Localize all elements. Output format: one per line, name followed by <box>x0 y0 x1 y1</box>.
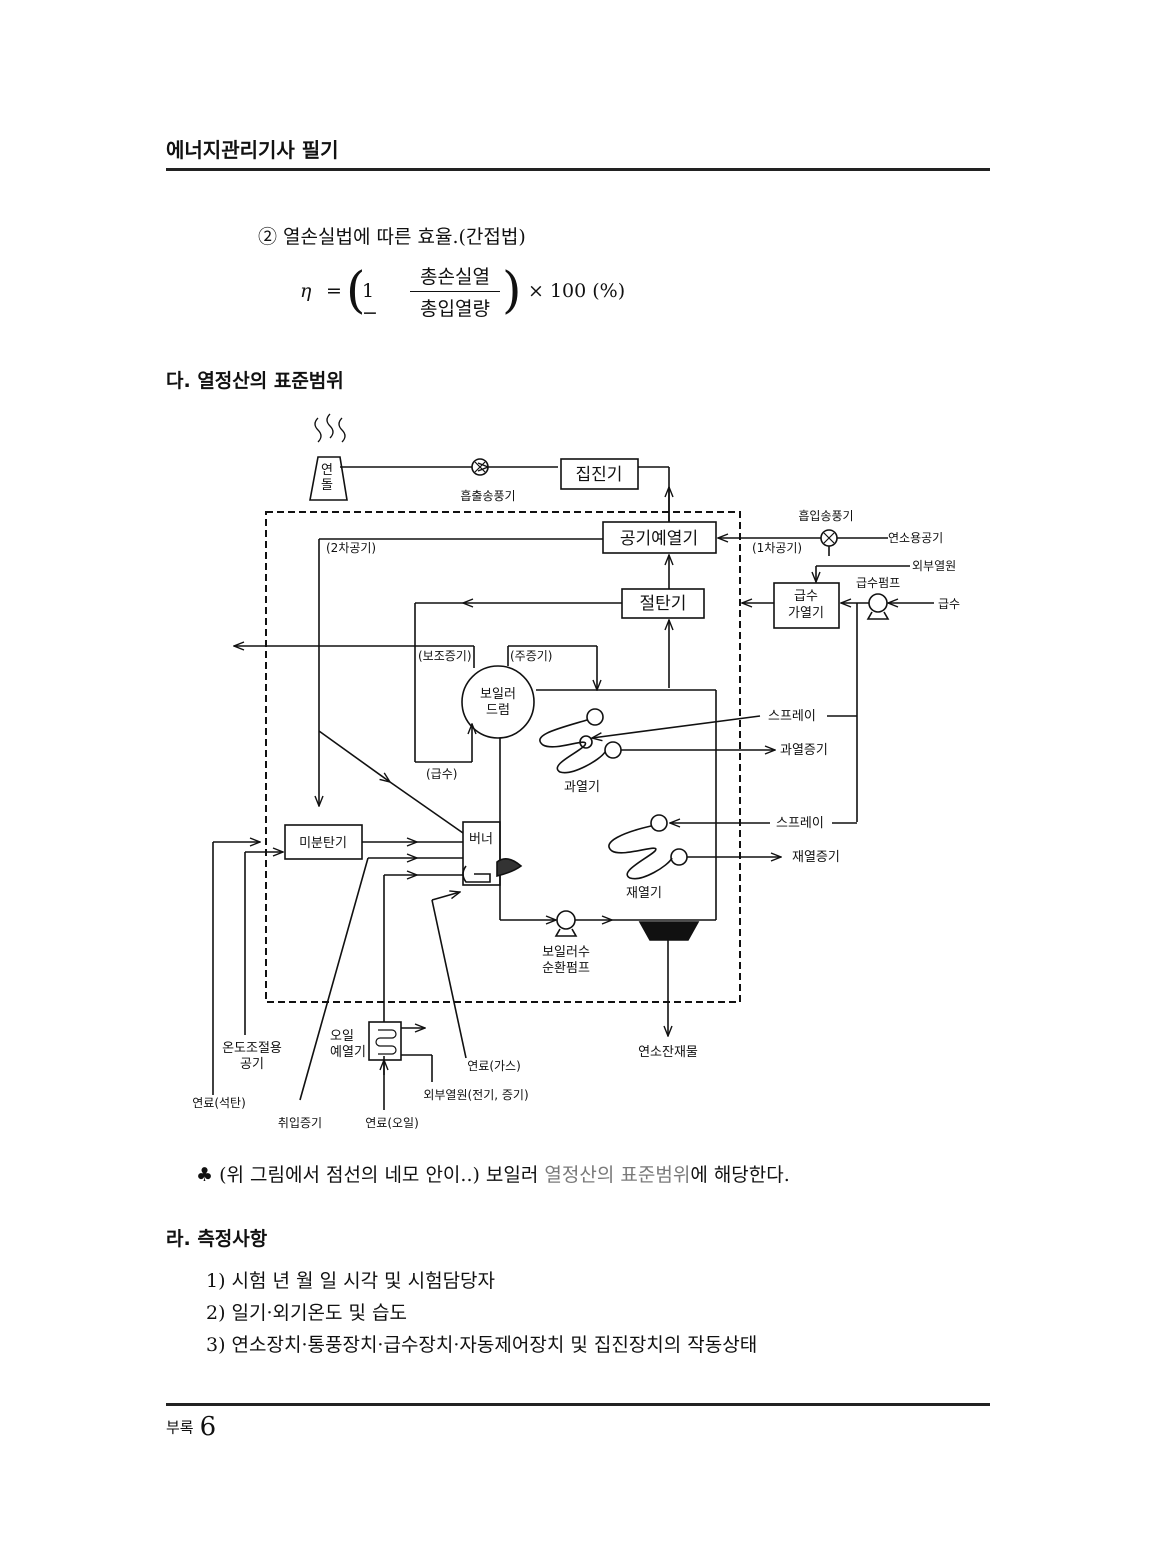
list-item: 1) 시험 년 월 일 시각 및 시험담당자 <box>206 1270 496 1292</box>
note-highlight: 열정산의 표준범위 <box>544 1164 691 1186</box>
formula-fraction: 총손실열 총입열량 <box>410 262 500 321</box>
main-steam-label: (주증기) <box>510 649 552 663</box>
forced-fan-label: 흡입송풍기 <box>798 509 853 523</box>
temp-air-label-1: 온도조절용 <box>222 1041 282 1056</box>
footer-rule <box>166 1403 990 1406</box>
boiler-drum-label-2: 드럼 <box>486 703 510 718</box>
burner-box <box>462 821 501 886</box>
footer-label: 부록 <box>166 1418 194 1437</box>
dust-collector-box <box>560 458 639 490</box>
external-heat2-label: 외부열원(전기, 증기) <box>423 1088 528 1102</box>
page-number: 6 <box>199 1412 217 1442</box>
secondary-air-label: (2차공기) <box>326 541 376 555</box>
oil-preheater-label-1: 오일 <box>330 1029 354 1044</box>
circ-pump-label-2: 순환펌프 <box>542 961 590 976</box>
fuel-oil-label: 연료(오일) <box>365 1116 419 1130</box>
feed-water-paren-label: (급수) <box>426 767 457 781</box>
method2-label: ② 열손실법에 따른 효율.(간접법) <box>258 226 526 248</box>
reheater-coil <box>608 825 673 880</box>
page-footer: 부록 6 <box>166 1412 216 1442</box>
fuel-coal-label: 연료(석탄) <box>192 1096 246 1110</box>
standard-range-boundary <box>265 511 741 1003</box>
superheater-inlet <box>586 708 604 726</box>
reheater-label: 재열기 <box>626 886 662 901</box>
header-rule <box>166 168 990 171</box>
fuel-gas-label: 연료(가스) <box>467 1059 521 1073</box>
superheated-steam-label: 과열증기 <box>780 743 828 758</box>
superheater-label: 과열기 <box>564 780 600 795</box>
burner-nozzle-icon <box>462 865 491 883</box>
right-paren: ) <box>502 261 522 319</box>
list-item: 2) 일기·외기온도 및 습도 <box>206 1302 407 1324</box>
formula-numerator: 총손실열 <box>410 262 500 292</box>
circ-pump-label-1: 보일러수 <box>542 945 590 960</box>
list-item: 3) 연소장치·통풍장치·급수장치·자동제어장치 및 집진장치의 작동상태 <box>206 1334 758 1356</box>
air-preheater-label: 공기예열기 <box>620 529 698 549</box>
superheater-coil <box>539 719 606 774</box>
boiler-drum-circle <box>461 665 535 739</box>
atom-steam-label: 취입증기 <box>278 1116 322 1130</box>
oil-preheater-box <box>368 1021 402 1061</box>
note-suffix: 에 해당한다. <box>690 1164 790 1186</box>
combustion-air-label: 연소용공기 <box>888 531 943 545</box>
temp-air-label-2: 공기 <box>240 1057 264 1072</box>
burner-label: 버너 <box>469 832 493 847</box>
formula-one-minus: 1 − <box>362 280 378 324</box>
note-prefix: ♣ (위 그림에서 점선의 네모 안이..) 보일러 <box>196 1164 545 1186</box>
external-heat-label: 외부열원 <box>912 559 956 573</box>
reheat-steam-label: 재열증기 <box>792 850 840 865</box>
section-ra-title: 라. 측정사항 <box>166 1228 268 1250</box>
chimney <box>309 456 348 501</box>
dust-collector-label: 집진기 <box>576 465 623 485</box>
exhaust-fan-label: 흡출송풍기 <box>460 489 515 503</box>
spray1-label: 스프레이 <box>768 709 816 724</box>
oil-preheater-label-2: 예열기 <box>330 1045 366 1060</box>
formula-eta: η <box>300 280 312 302</box>
formula-denominator: 총입열량 <box>420 298 490 320</box>
standard-range-note: ♣ (위 그림에서 점선의 네모 안이..) 보일러 열정산의 표준범위에 해당… <box>196 1160 790 1187</box>
circ-pump-icon <box>556 910 576 930</box>
flame-icon <box>496 858 523 878</box>
left-paren: ( <box>346 261 366 319</box>
heater-coil-icon <box>375 1029 397 1055</box>
ash-label: 연소잔재물 <box>638 1045 698 1060</box>
header-title: 에너지관리기사 필기 <box>166 138 339 162</box>
air-preheater-box <box>602 521 717 554</box>
aux-steam-label: (보조증기) <box>418 649 472 663</box>
boiler-heat-balance-diagram: 연돌 흡출송풍기 집진기 공기예열기 흡입송풍기 연소용공기 (1차공기) (2… <box>192 413 960 1130</box>
feed-water-label: 급수 <box>938 597 960 611</box>
spray2-label: 스프레이 <box>776 816 824 831</box>
feed-pump-icon <box>868 593 888 613</box>
smoke-icon <box>314 413 346 443</box>
pulverizer-label: 미분탄기 <box>299 836 347 851</box>
formula-equals: = <box>326 280 342 302</box>
ash-hopper <box>638 921 700 941</box>
section-da-title: 다. 열정산의 표준범위 <box>166 370 344 392</box>
primary-air-label: (1차공기) <box>752 541 802 555</box>
reheater-inlet <box>650 814 668 832</box>
feed-heater-box <box>773 582 840 629</box>
feed-pump-label: 급수펌프 <box>856 576 900 590</box>
feed-heater-label-2: 가열기 <box>788 606 824 621</box>
feed-heater-label-1: 급수 <box>794 589 818 604</box>
boiler-drum-label-1: 보일러 <box>480 687 516 702</box>
economizer-label: 절탄기 <box>640 594 687 614</box>
formula-times: × 100 (%) <box>528 280 626 302</box>
